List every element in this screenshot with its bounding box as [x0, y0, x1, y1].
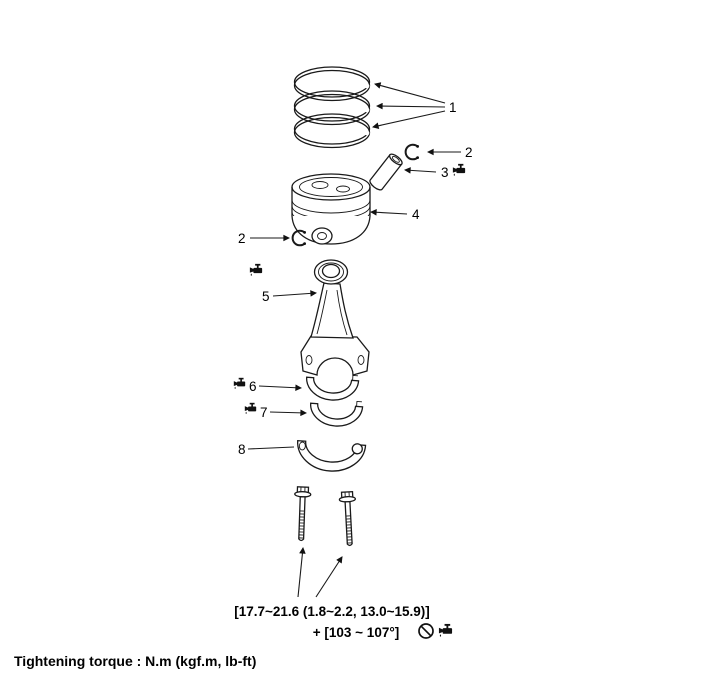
callout-5: 5 [262, 289, 317, 304]
piston-pin [369, 153, 403, 191]
bolt-hole [305, 355, 313, 365]
torque-spec-line1: [17.7~21.6 (1.8~2.2, 13.0~15.9)] [234, 604, 430, 619]
callout-4: 4 [370, 207, 420, 222]
bolt-threads [298, 510, 305, 539]
callout-1-label: 1 [449, 100, 457, 115]
lubricant-icon [452, 163, 466, 176]
snap-ring-ear [416, 145, 419, 148]
callout-8-label: 8 [238, 442, 246, 457]
callout-2-left: 2 [238, 231, 290, 246]
piston-ring-oil [293, 113, 371, 149]
torque-spec-line2: + [103 ~ 107°] [313, 625, 399, 640]
ring-gap [364, 107, 370, 113]
do-not-reuse-icon [418, 623, 434, 639]
lubricant-icon [244, 402, 257, 414]
lower-bearing-shell [310, 400, 364, 427]
bolt-shank [344, 500, 353, 547]
valve-pocket [336, 185, 350, 193]
bearing-tab [352, 374, 358, 381]
valve-pocket [311, 181, 329, 189]
callout-3: 3 [404, 163, 466, 180]
ring-gap [364, 83, 370, 89]
callout-2-label: 2 [465, 145, 473, 160]
callout-2-right: 2 [427, 145, 473, 160]
callout-3-label: 3 [441, 165, 449, 180]
pin-bore [391, 155, 400, 163]
lubricant-icon [249, 263, 263, 276]
tightening-torque-note: Tightening torque : N.m (kgf.m, lb-ft) [14, 653, 256, 669]
piston [291, 173, 371, 245]
callout-6-label: 6 [249, 379, 257, 394]
beam-rib [316, 289, 328, 335]
torque-spec: [17.7~21.6 (1.8~2.2, 13.0~15.9)] + [103 … [234, 547, 453, 640]
snap-ring-ear [303, 242, 306, 246]
pin-hole [321, 263, 341, 279]
bearing-cap [297, 439, 367, 472]
leader-line [404, 167, 437, 174]
ring-groove [291, 199, 371, 214]
leader-line [374, 82, 446, 104]
callout-6: 6 [233, 377, 302, 394]
callout-5-label: 5 [262, 289, 270, 304]
lubricant-icon [438, 623, 453, 637]
bushing-rim [318, 262, 344, 282]
callout-8: 8 [238, 442, 295, 457]
piston-rings [293, 66, 371, 149]
leader-line [272, 290, 317, 297]
connecting-rod [300, 259, 370, 376]
callout-4-label: 4 [412, 207, 420, 222]
pin-boss [311, 227, 333, 245]
upper-bearing-shell [306, 374, 360, 401]
leader-line [247, 446, 295, 450]
lubricant-icon [233, 377, 246, 389]
bolt-threads [345, 515, 353, 544]
snap-ring-left [291, 229, 306, 247]
piston-ring-middle [293, 90, 371, 126]
snap-ring-right [404, 143, 419, 161]
leader-line [269, 409, 307, 417]
rod-bolt-left [294, 486, 312, 542]
leader-line [297, 547, 306, 598]
leader-line [258, 384, 302, 392]
callout-7: 7 [244, 402, 307, 420]
cap-boss [351, 443, 363, 455]
pin-boss-hole [317, 232, 327, 240]
leader-line [370, 209, 408, 216]
leader-line [315, 556, 343, 598]
leader-line [376, 102, 446, 110]
rod-small-end [313, 259, 349, 285]
snap-ring-ear [303, 231, 306, 234]
rod-big-end [300, 335, 370, 376]
callout-1: 1 [372, 82, 457, 130]
rod-beam [310, 282, 354, 339]
bolt-shank [298, 496, 306, 542]
piston-crown-edge [299, 177, 363, 197]
leader-line [372, 110, 446, 130]
piston-ring-top [293, 66, 371, 102]
beam-rib [336, 289, 348, 336]
callout-7-label: 7 [260, 405, 268, 420]
ring-gap [364, 130, 370, 136]
snap-ring-ear [416, 156, 419, 160]
cap-bolt-hole [298, 441, 306, 451]
bolt-hole [357, 355, 365, 365]
bearing-tab [356, 400, 362, 407]
rod-bolt-right [338, 491, 357, 547]
callout-2-label: 2 [238, 231, 246, 246]
